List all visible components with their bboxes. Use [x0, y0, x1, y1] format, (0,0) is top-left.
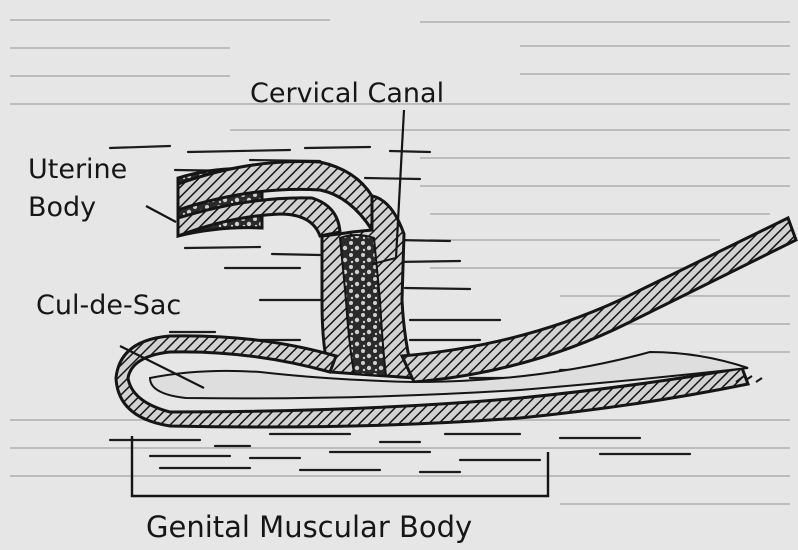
upper-wall: [402, 218, 796, 382]
label-cul-de-sac: Cul-de-Sac: [36, 292, 181, 319]
label-genital-muscular-body: Genital Muscular Body: [146, 513, 472, 542]
genital-muscular-body-bracket: [132, 436, 548, 496]
label-cervical-canal: Cervical Canal: [250, 80, 444, 107]
label-uterine-body: Uterine Body: [28, 151, 168, 227]
